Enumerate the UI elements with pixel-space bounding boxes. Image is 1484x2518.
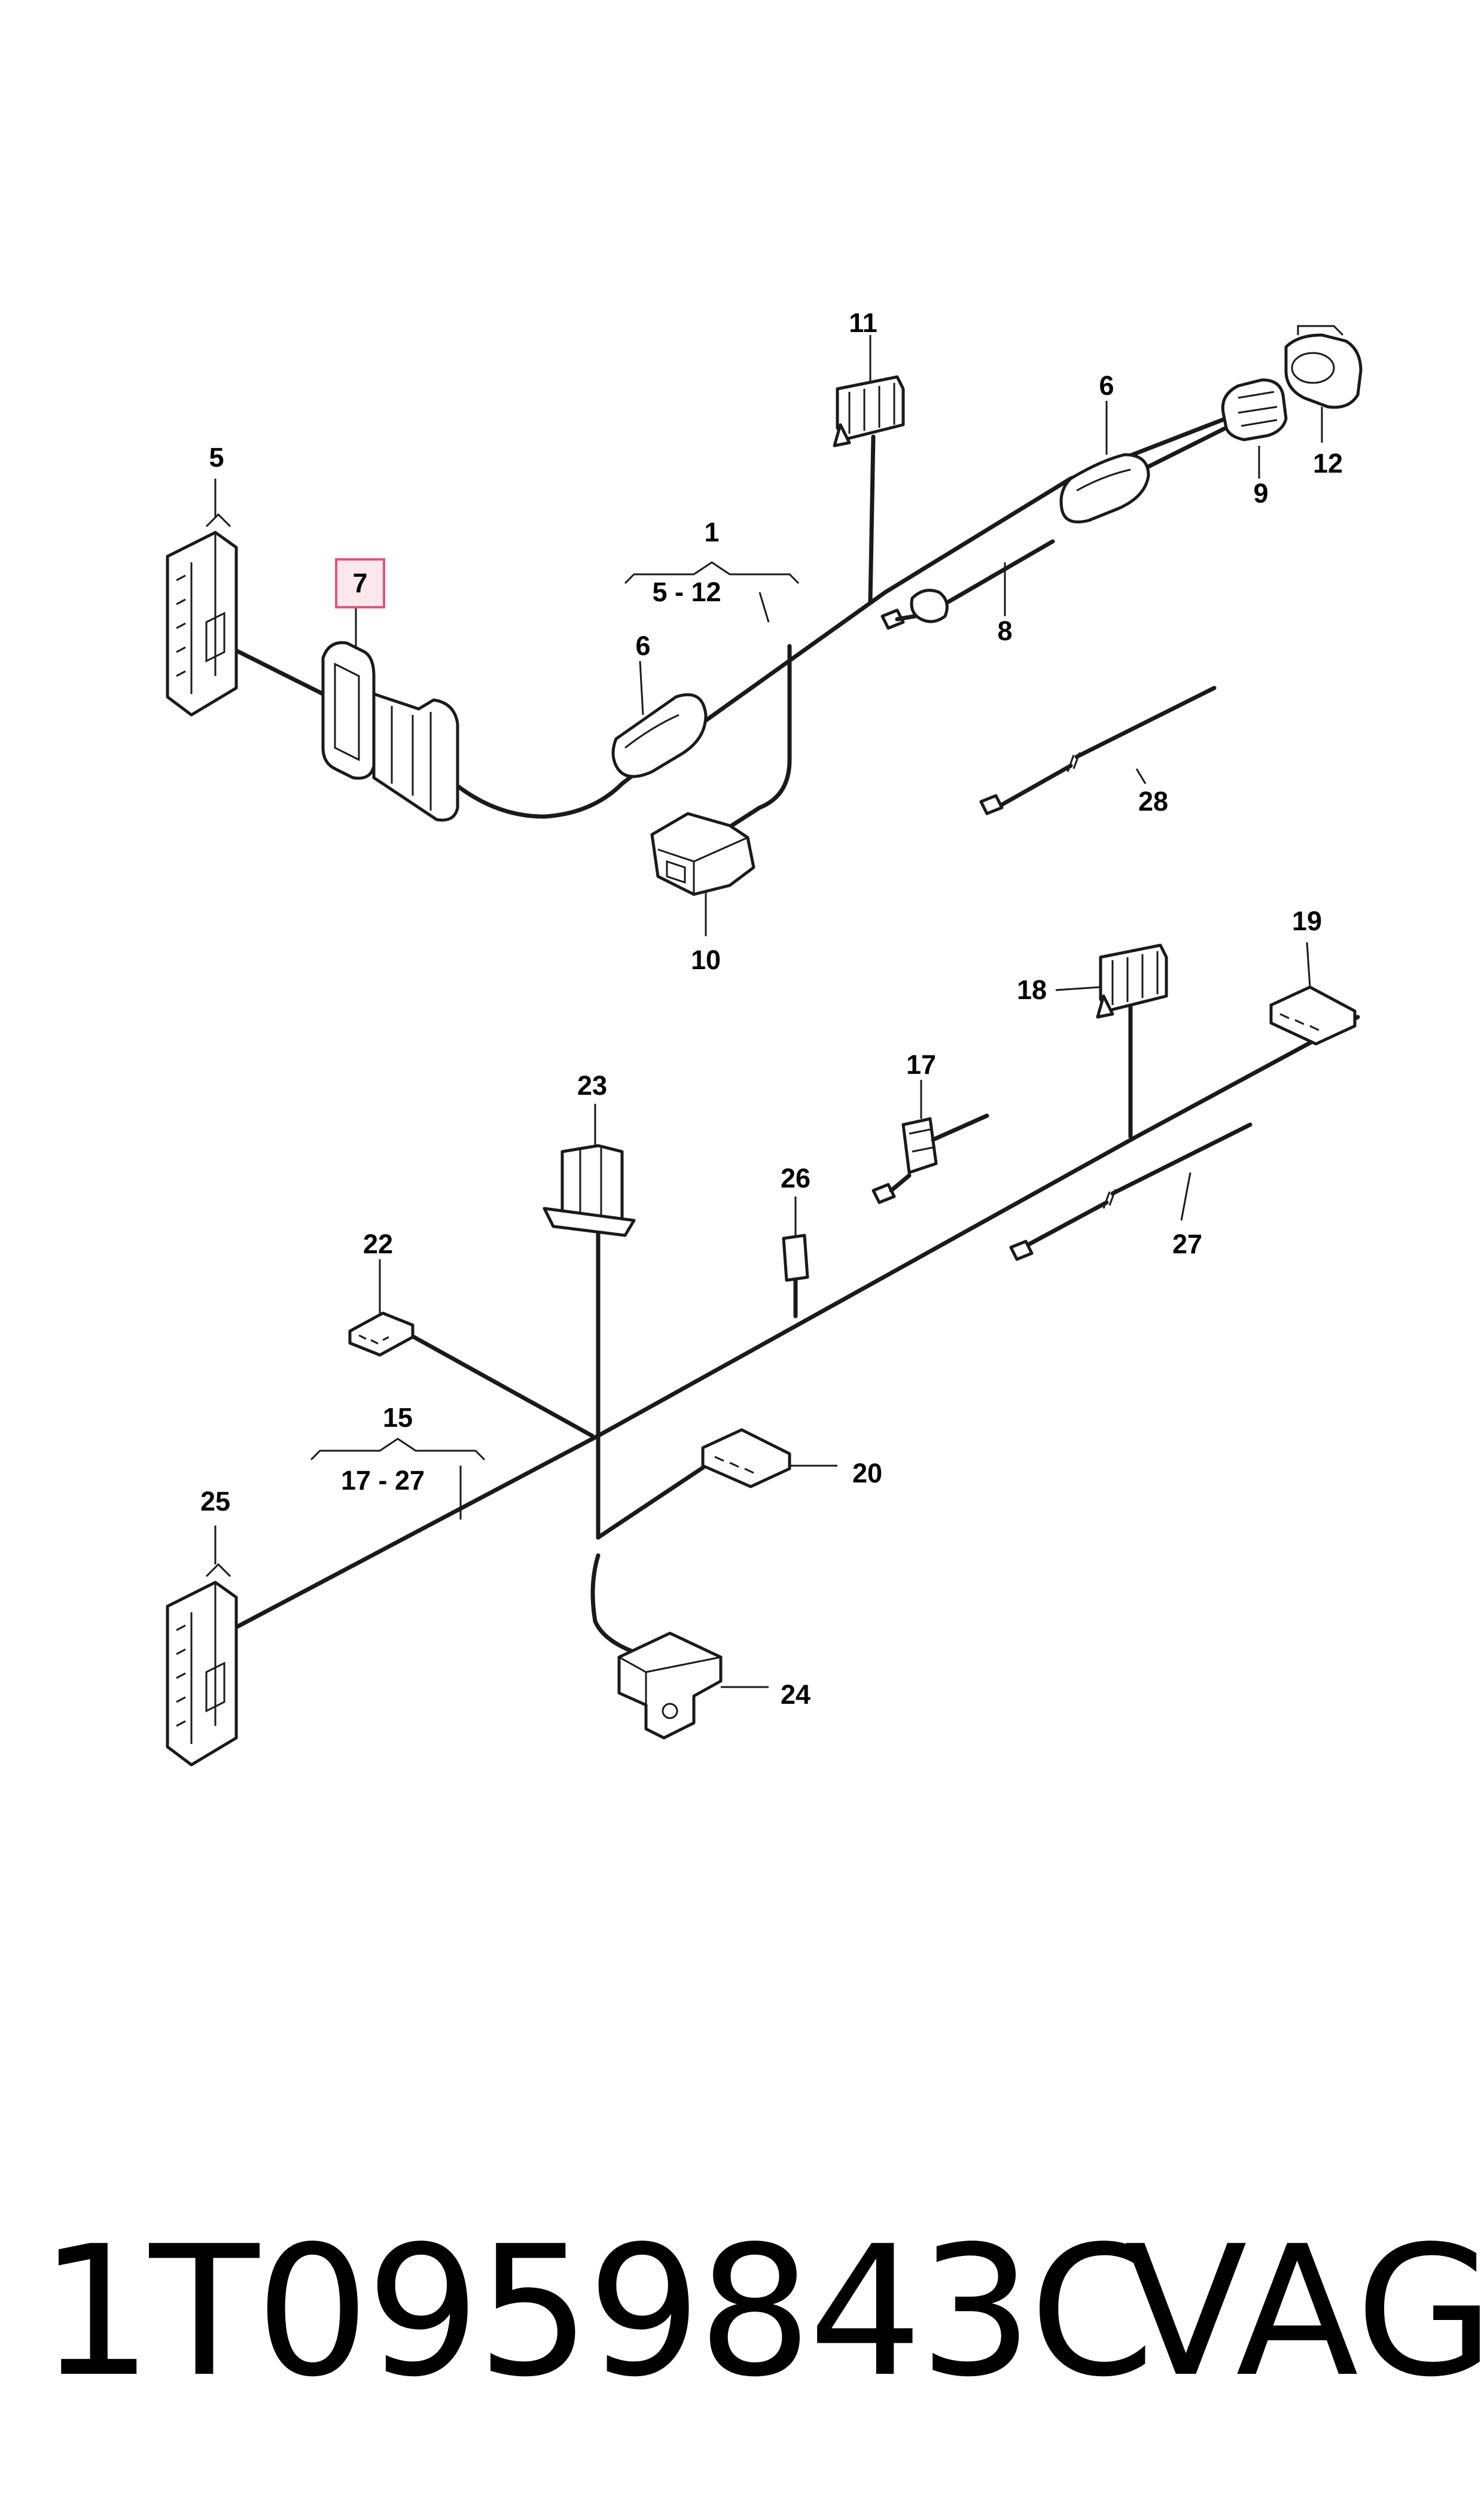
lower-harness (166, 943, 1360, 1767)
label-8[interactable]: 8 (997, 616, 1012, 646)
label-27[interactable]: 27 (1172, 1229, 1202, 1259)
label-11[interactable]: 11 (849, 307, 877, 338)
label-7[interactable]: 7 (352, 568, 367, 598)
grommet-6-right (1059, 425, 1229, 523)
leader-lines (214, 335, 1323, 1688)
group-1-range: 5 - 12 (652, 577, 721, 607)
label-24[interactable]: 24 (781, 1679, 810, 1710)
brand-name: VAG (1125, 2208, 1484, 2416)
connector-12 (1284, 325, 1363, 409)
lower-wire-24 (590, 1553, 642, 1657)
connector-19 (1269, 985, 1357, 1046)
upper-wire-branch-10 (715, 644, 792, 837)
label-5[interactable]: 5 (209, 442, 224, 473)
label-22[interactable]: 22 (363, 1229, 393, 1259)
label-28[interactable]: 28 (1138, 786, 1168, 817)
clip-17 (871, 1113, 989, 1204)
connector-5 (166, 513, 238, 717)
label-6-right[interactable]: 6 (1099, 370, 1114, 401)
label-19[interactable]: 19 (1292, 906, 1322, 936)
part-number: 1T0959843C (39, 2208, 1155, 2416)
plug-9 (1221, 378, 1288, 442)
grommet-6-upper (611, 693, 708, 778)
group-1-label: 1 (704, 517, 719, 547)
connector-24 (617, 1631, 723, 1740)
cable-tie-28 (979, 686, 1217, 815)
cable-tie-clip-8 (880, 539, 1055, 630)
label-26[interactable]: 26 (781, 1163, 810, 1193)
label-23[interactable]: 23 (577, 1070, 607, 1101)
callout-labels: 1 5 - 12 15 17 - 27 7 5 6 6 8 9 10 11 12… (200, 307, 1343, 1710)
lower-wire-20 (596, 1451, 726, 1540)
group-15-label: 15 (383, 1402, 413, 1433)
connector-11 (833, 375, 905, 447)
label-25[interactable]: 25 (200, 1486, 230, 1517)
connector-10 (650, 812, 755, 896)
cable-tie-27 (1009, 1122, 1253, 1261)
lower-wire-22 (395, 1326, 595, 1438)
connector-25 (166, 1563, 238, 1767)
group-1-bracket (624, 561, 800, 584)
label-12[interactable]: 12 (1313, 448, 1343, 479)
label-6-upper[interactable]: 6 (635, 631, 650, 661)
highlight-box-7 (335, 558, 385, 608)
label-20[interactable]: 20 (852, 1458, 882, 1488)
lower-wire-main (234, 1015, 1360, 1630)
connector-22 (348, 1311, 415, 1357)
upper-harness (166, 325, 1363, 896)
upper-wire-branch-11 (868, 434, 876, 604)
connector-26 (782, 1234, 809, 1282)
grommet-7 (321, 641, 459, 822)
label-18[interactable]: 18 (1017, 975, 1047, 1005)
connector-23 (543, 1144, 636, 1237)
footer: 1T0959843C VAG (0, 2213, 1484, 2411)
label-17[interactable]: 17 (906, 1049, 936, 1080)
connector-20 (701, 1428, 791, 1488)
group-15-bracket (310, 1438, 486, 1461)
label-9[interactable]: 9 (1253, 478, 1268, 509)
connector-18 (1096, 943, 1168, 1019)
group-15-range: 17 - 27 (341, 1465, 425, 1496)
label-10[interactable]: 10 (691, 945, 721, 975)
